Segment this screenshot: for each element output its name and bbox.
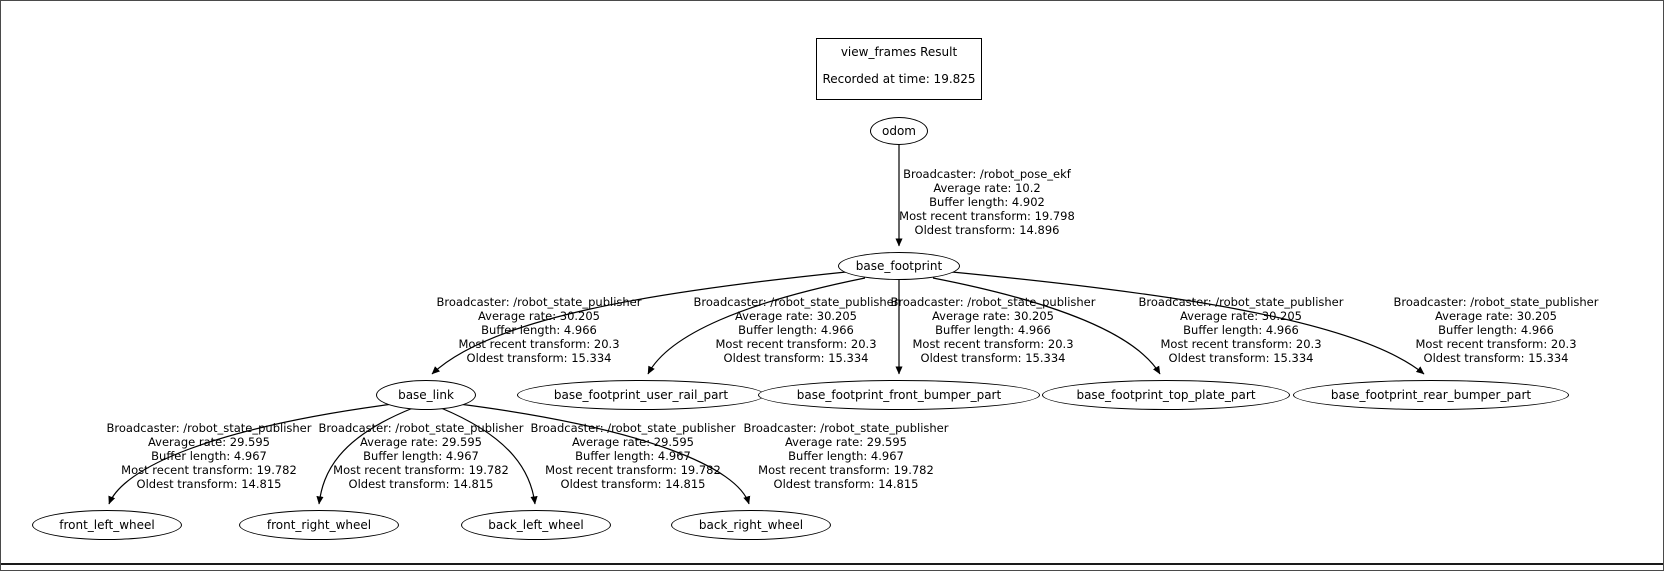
edge-label-line: Oldest transform: 14.815	[560, 477, 706, 491]
edge-label-line: Broadcaster: /robot_state_publisher	[743, 421, 949, 435]
edge-label-line: Broadcaster: /robot_pose_ekf	[903, 167, 1071, 181]
edge-label-line: Buffer length: 4.966	[738, 323, 854, 337]
edge-label-line: Most recent transform: 20.3	[458, 337, 620, 351]
edge-label-line: Most recent transform: 19.782	[758, 463, 934, 477]
node-label: back_left_wheel	[488, 518, 584, 532]
edge-label-line: Broadcaster: /robot_state_publisher	[318, 421, 524, 435]
edge-label-base_footprint-top_plate: Broadcaster: /robot_state_publisher Aver…	[1136, 295, 1346, 365]
node-label: front_left_wheel	[59, 518, 155, 532]
edge-base_link-back_right_wheel	[458, 403, 751, 505]
edge-label-line: Average rate: 29.595	[359, 435, 482, 449]
bottom-border-line	[1, 563, 1663, 565]
edge-label-line: Average rate: 30.205	[1179, 309, 1302, 323]
edge-label-line: Buffer length: 4.966	[1438, 323, 1554, 337]
edge-label-line: Average rate: 29.595	[147, 435, 270, 449]
edge-label-line: Most recent transform: 20.3	[1160, 337, 1322, 351]
edge-label-line: Oldest transform: 14.815	[773, 477, 919, 491]
node-label: base_footprint	[855, 259, 943, 273]
edge-label-line: Most recent transform: 19.782	[333, 463, 509, 477]
node-label: base_footprint_user_rail_part	[553, 388, 729, 402]
edge-label-line: Buffer length: 4.967	[788, 449, 904, 463]
edge-label-line: Oldest transform: 15.334	[723, 351, 869, 365]
edge-base_link-back_left_wheel	[440, 407, 538, 505]
edge-label-line: Buffer length: 4.967	[575, 449, 691, 463]
node-front_left_wheel: front_left_wheel	[32, 510, 182, 540]
node-label: base_footprint_top_plate_part	[1076, 388, 1256, 402]
edge-label-line: Oldest transform: 15.334	[466, 351, 612, 365]
node-label: base_link	[398, 388, 454, 402]
edge-label-line: Broadcaster: /robot_state_publisher	[1393, 295, 1599, 309]
edge-label-line: Most recent transform: 20.3	[715, 337, 877, 351]
edge-base_footprint-base_link	[431, 271, 847, 375]
edge-label-base_footprint-rear_bumper: Broadcaster: /robot_state_publisher Aver…	[1391, 295, 1601, 365]
edge-label-line: Buffer length: 4.966	[481, 323, 597, 337]
node-base_footprint: base_footprint	[838, 252, 960, 280]
edge-label-line: Broadcaster: /robot_state_publisher	[436, 295, 642, 309]
edge-label-line: Oldest transform: 14.815	[348, 477, 494, 491]
edge-label-base_link-back_left_wheel: Broadcaster: /robot_state_publisher Aver…	[528, 421, 738, 491]
edge-base_link-front_right_wheel	[316, 407, 414, 505]
node-front_right_wheel: front_right_wheel	[239, 510, 399, 540]
node-label: base_footprint_front_bumper_part	[796, 388, 1002, 402]
edge-label-base_footprint-front_bumper: Broadcaster: /robot_state_publisher Aver…	[888, 295, 1098, 365]
edge-base_footprint-rear_bumper	[951, 271, 1425, 375]
title-box: view_frames Result Recorded at time: 19.…	[816, 38, 982, 100]
edge-label-line: Oldest transform: 14.896	[914, 223, 1060, 237]
edge-label-line: Most recent transform: 20.3	[912, 337, 1074, 351]
edge-label-line: Buffer length: 4.966	[1183, 323, 1299, 337]
edge-label-line: Broadcaster: /robot_state_publisher	[890, 295, 1096, 309]
edge-label-line: Average rate: 10.2	[933, 181, 1041, 195]
node-base_footprint_top_plate_part: base_footprint_top_plate_part	[1042, 380, 1290, 410]
node-label: back_right_wheel	[698, 518, 804, 532]
node-label: odom	[882, 124, 916, 138]
recorded-time: Recorded at time: 19.825	[822, 72, 976, 86]
edge-label-line: Most recent transform: 19.782	[545, 463, 721, 477]
edge-base_footprint-user_rail	[647, 277, 866, 375]
edge-label-line: Broadcaster: /robot_state_publisher	[106, 421, 312, 435]
edge-label-odom-base_footprint: Broadcaster: /robot_pose_ekf Average rat…	[882, 167, 1092, 237]
edge-label-line: Buffer length: 4.967	[151, 449, 267, 463]
edge-label-line: Oldest transform: 14.815	[136, 477, 282, 491]
node-base_footprint_front_bumper_part: base_footprint_front_bumper_part	[758, 380, 1040, 410]
edge-label-line: Most recent transform: 19.782	[121, 463, 297, 477]
edge-label-line: Average rate: 29.595	[571, 435, 694, 449]
edge-label-line: Most recent transform: 20.3	[1415, 337, 1577, 351]
node-back_right_wheel: back_right_wheel	[671, 510, 831, 540]
edge-label-line: Oldest transform: 15.334	[920, 351, 1066, 365]
edge-label-line: Average rate: 30.205	[477, 309, 600, 323]
edge-label-line: Broadcaster: /robot_state_publisher	[530, 421, 736, 435]
edge-label-line: Most recent transform: 19.798	[899, 209, 1075, 223]
edge-label-base_link-front_left_wheel: Broadcaster: /robot_state_publisher Aver…	[104, 421, 314, 491]
edge-base_link-front_left_wheel	[108, 403, 394, 505]
edge-label-line: Buffer length: 4.966	[935, 323, 1051, 337]
node-label: front_right_wheel	[266, 518, 372, 532]
edge-label-line: Average rate: 29.595	[784, 435, 907, 449]
node-base_link: base_link	[376, 380, 476, 410]
edge-label-line: Average rate: 30.205	[931, 309, 1054, 323]
node-label: base_footprint_rear_bumper_part	[1330, 388, 1532, 402]
edge-label-base_link-front_right_wheel: Broadcaster: /robot_state_publisher Aver…	[316, 421, 526, 491]
edge-label-line: Buffer length: 4.967	[363, 449, 479, 463]
edge-label-line: Average rate: 30.205	[1434, 309, 1557, 323]
edge-label-line: Buffer length: 4.902	[929, 195, 1045, 209]
edge-label-line: Broadcaster: /robot_state_publisher	[1138, 295, 1344, 309]
edge-label-base_link-back_right_wheel: Broadcaster: /robot_state_publisher Aver…	[741, 421, 951, 491]
edge-label-line: Average rate: 30.205	[734, 309, 857, 323]
edge-label-line: Broadcaster: /robot_state_publisher	[693, 295, 899, 309]
edge-base_footprint-top_plate	[932, 277, 1161, 375]
node-base_footprint_user_rail_part: base_footprint_user_rail_part	[517, 380, 765, 410]
edge-label-base_footprint-base_link: Broadcaster: /robot_state_publisher Aver…	[434, 295, 644, 365]
title-box-heading: view_frames Result	[840, 45, 958, 59]
node-back_left_wheel: back_left_wheel	[461, 510, 611, 540]
edge-label-base_footprint-user_rail: Broadcaster: /robot_state_publisher Aver…	[691, 295, 901, 365]
edge-label-line: Oldest transform: 15.334	[1168, 351, 1314, 365]
node-base_footprint_rear_bumper_part: base_footprint_rear_bumper_part	[1293, 380, 1569, 410]
node-odom: odom	[870, 117, 928, 145]
edge-label-line: Oldest transform: 15.334	[1423, 351, 1569, 365]
